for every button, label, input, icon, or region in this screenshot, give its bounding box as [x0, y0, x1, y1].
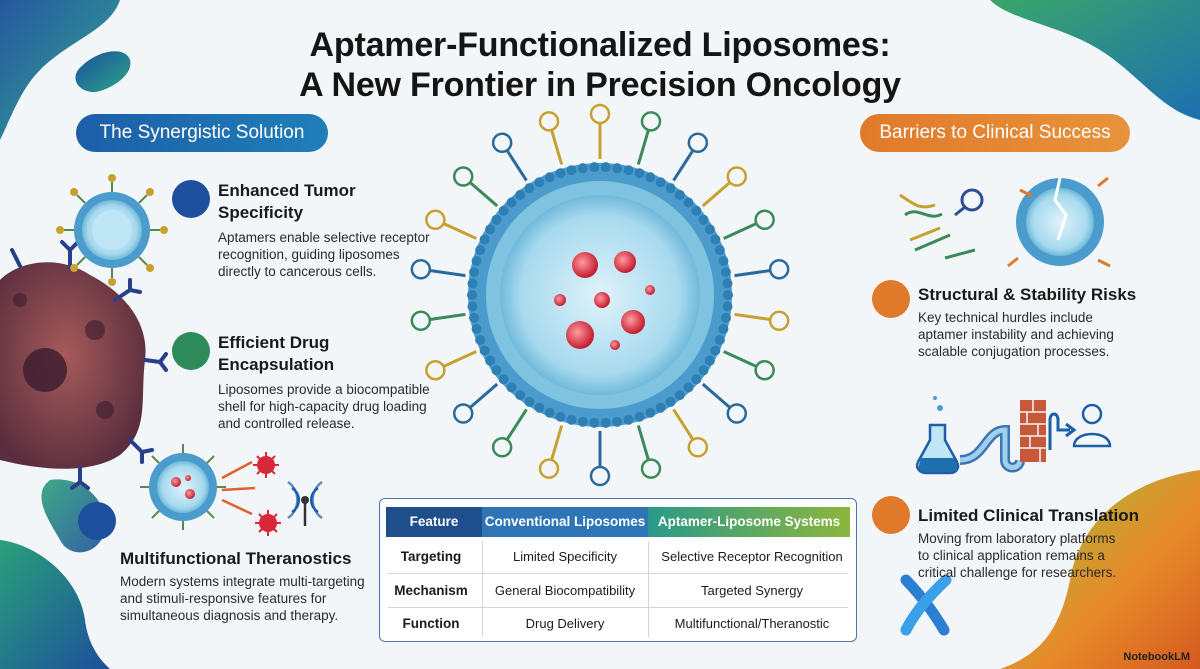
left-item-1: Enhanced Tumor Specificity Aptamers enab…: [218, 180, 448, 280]
table-divider: [388, 573, 848, 574]
comparison-table: Feature Conventional Liposomes Aptamer-L…: [379, 498, 857, 642]
item-bullet-green: [172, 332, 210, 370]
aptamer-strands-icon: [899, 188, 984, 260]
table-divider: [482, 541, 483, 637]
left-item-3-body-l1: Modern systems integrate multi-targeting: [120, 574, 365, 589]
table-cell: Selective Receptor Recognition: [661, 548, 843, 564]
right-item-1-body-l3: scalable conjugation processes.: [918, 344, 1110, 359]
brand-label: NotebookLM: [1123, 651, 1190, 663]
synergistic-solution-pill: The Synergistic Solution: [76, 114, 328, 152]
left-item-2-body-l3: and controlled release.: [218, 416, 355, 431]
left-item-2-body-l1: Liposomes provide a biocompatible: [218, 382, 430, 397]
table-cell: Function: [402, 615, 460, 631]
left-item-1-body-l2: recognition, guiding liposomes: [218, 247, 400, 262]
right-item-1-body-l1: Key technical hurdles include: [918, 310, 1093, 325]
table-row: Targeting Limited Specificity Selective …: [380, 541, 856, 571]
table-row: Mechanism General Biocompatibility Targe…: [380, 575, 856, 605]
page-title-line2: A New Frontier in Precision Oncology: [299, 66, 901, 104]
left-item-2-body-l2: shell for high-capacity drug loading: [218, 399, 427, 414]
brand-x-logo: [900, 574, 952, 636]
theranostic-illustration: [140, 444, 323, 536]
table-cell: Mechanism: [394, 582, 468, 598]
table-header-cell: Feature: [386, 507, 482, 537]
cancer-cell-illustration: [0, 240, 168, 490]
broken-liposome-icon: [1007, 176, 1111, 268]
left-item-1-body-l3: directly to cancerous cells.: [218, 264, 377, 279]
right-item-2: Limited Clinical Translation Moving from…: [918, 505, 1158, 581]
translation-illustration: [915, 396, 1112, 475]
item-bullet-orange: [872, 280, 910, 318]
researcher-icon: [1072, 403, 1112, 448]
left-item-3-body-l3: simultaneous diagnosis and therapy.: [120, 608, 339, 623]
item-bullet-blue: [172, 180, 210, 218]
left-item-2-heading-l2: Encapsulation: [218, 355, 335, 374]
right-item-1-heading: Structural & Stability Risks: [918, 285, 1137, 304]
table-cell: Targeting: [400, 548, 462, 564]
page-title-line1: Aptamer-Functionalized Liposomes:: [309, 26, 891, 64]
right-item-2-heading: Limited Clinical Translation: [918, 506, 1140, 525]
barriers-pill: Barriers to Clinical Success: [860, 114, 1130, 152]
item-bullet-orange-2: [872, 496, 910, 534]
left-item-1-body-l1: Aptamers enable selective receptor: [218, 230, 430, 245]
table-cell: Drug Delivery: [525, 615, 605, 631]
table-header-cell: Aptamer-Liposome Systems: [648, 507, 850, 537]
table-header-cell: Conventional Liposomes: [482, 507, 648, 537]
table-divider: [388, 607, 848, 608]
table-cell: General Biocompatibility: [494, 582, 636, 598]
left-item-3-heading: Multifunctional Theranostics: [120, 549, 352, 568]
wireless-signal-icon: [287, 480, 323, 526]
left-item-1-heading-l1: Enhanced Tumor: [218, 181, 356, 200]
item-bullet-blue-2: [78, 502, 116, 540]
flask-icon: [915, 396, 960, 475]
left-item-1-heading-l2: Specificity: [218, 203, 304, 222]
right-item-1: Structural & Stability Risks Key technic…: [918, 284, 1158, 360]
brick-wall-icon: [1020, 400, 1046, 462]
left-item-3-body-l2: and stimuli-responsive features for: [120, 591, 327, 606]
left-item-2-heading-l1: Efficient Drug: [218, 333, 330, 352]
right-item-2-body-l1: Moving from laboratory platforms: [918, 531, 1116, 546]
right-item-2-body-l2: to clinical application remains a: [918, 548, 1105, 563]
table-row: Function Drug Delivery Multifunctional/T…: [380, 609, 856, 637]
table-header-row: Feature Conventional Liposomes Aptamer-L…: [380, 507, 856, 537]
left-item-3: Multifunctional Theranostics Modern syst…: [120, 548, 380, 624]
liposome-illustration: [410, 103, 790, 487]
right-item-1-body-l2: aptamer instability and achieving: [918, 327, 1114, 342]
table-divider: [648, 541, 649, 637]
small-liposome-icon: [56, 174, 168, 286]
right-item-2-body-l3: critical challenge for researchers.: [918, 565, 1117, 580]
table-cell: Targeted Synergy: [701, 582, 803, 598]
left-item-2: Efficient Drug Encapsulation Liposomes p…: [218, 332, 458, 432]
table-cell: Limited Specificity: [512, 548, 618, 564]
table-cell: Multifunctional/Theranostic: [674, 615, 830, 631]
